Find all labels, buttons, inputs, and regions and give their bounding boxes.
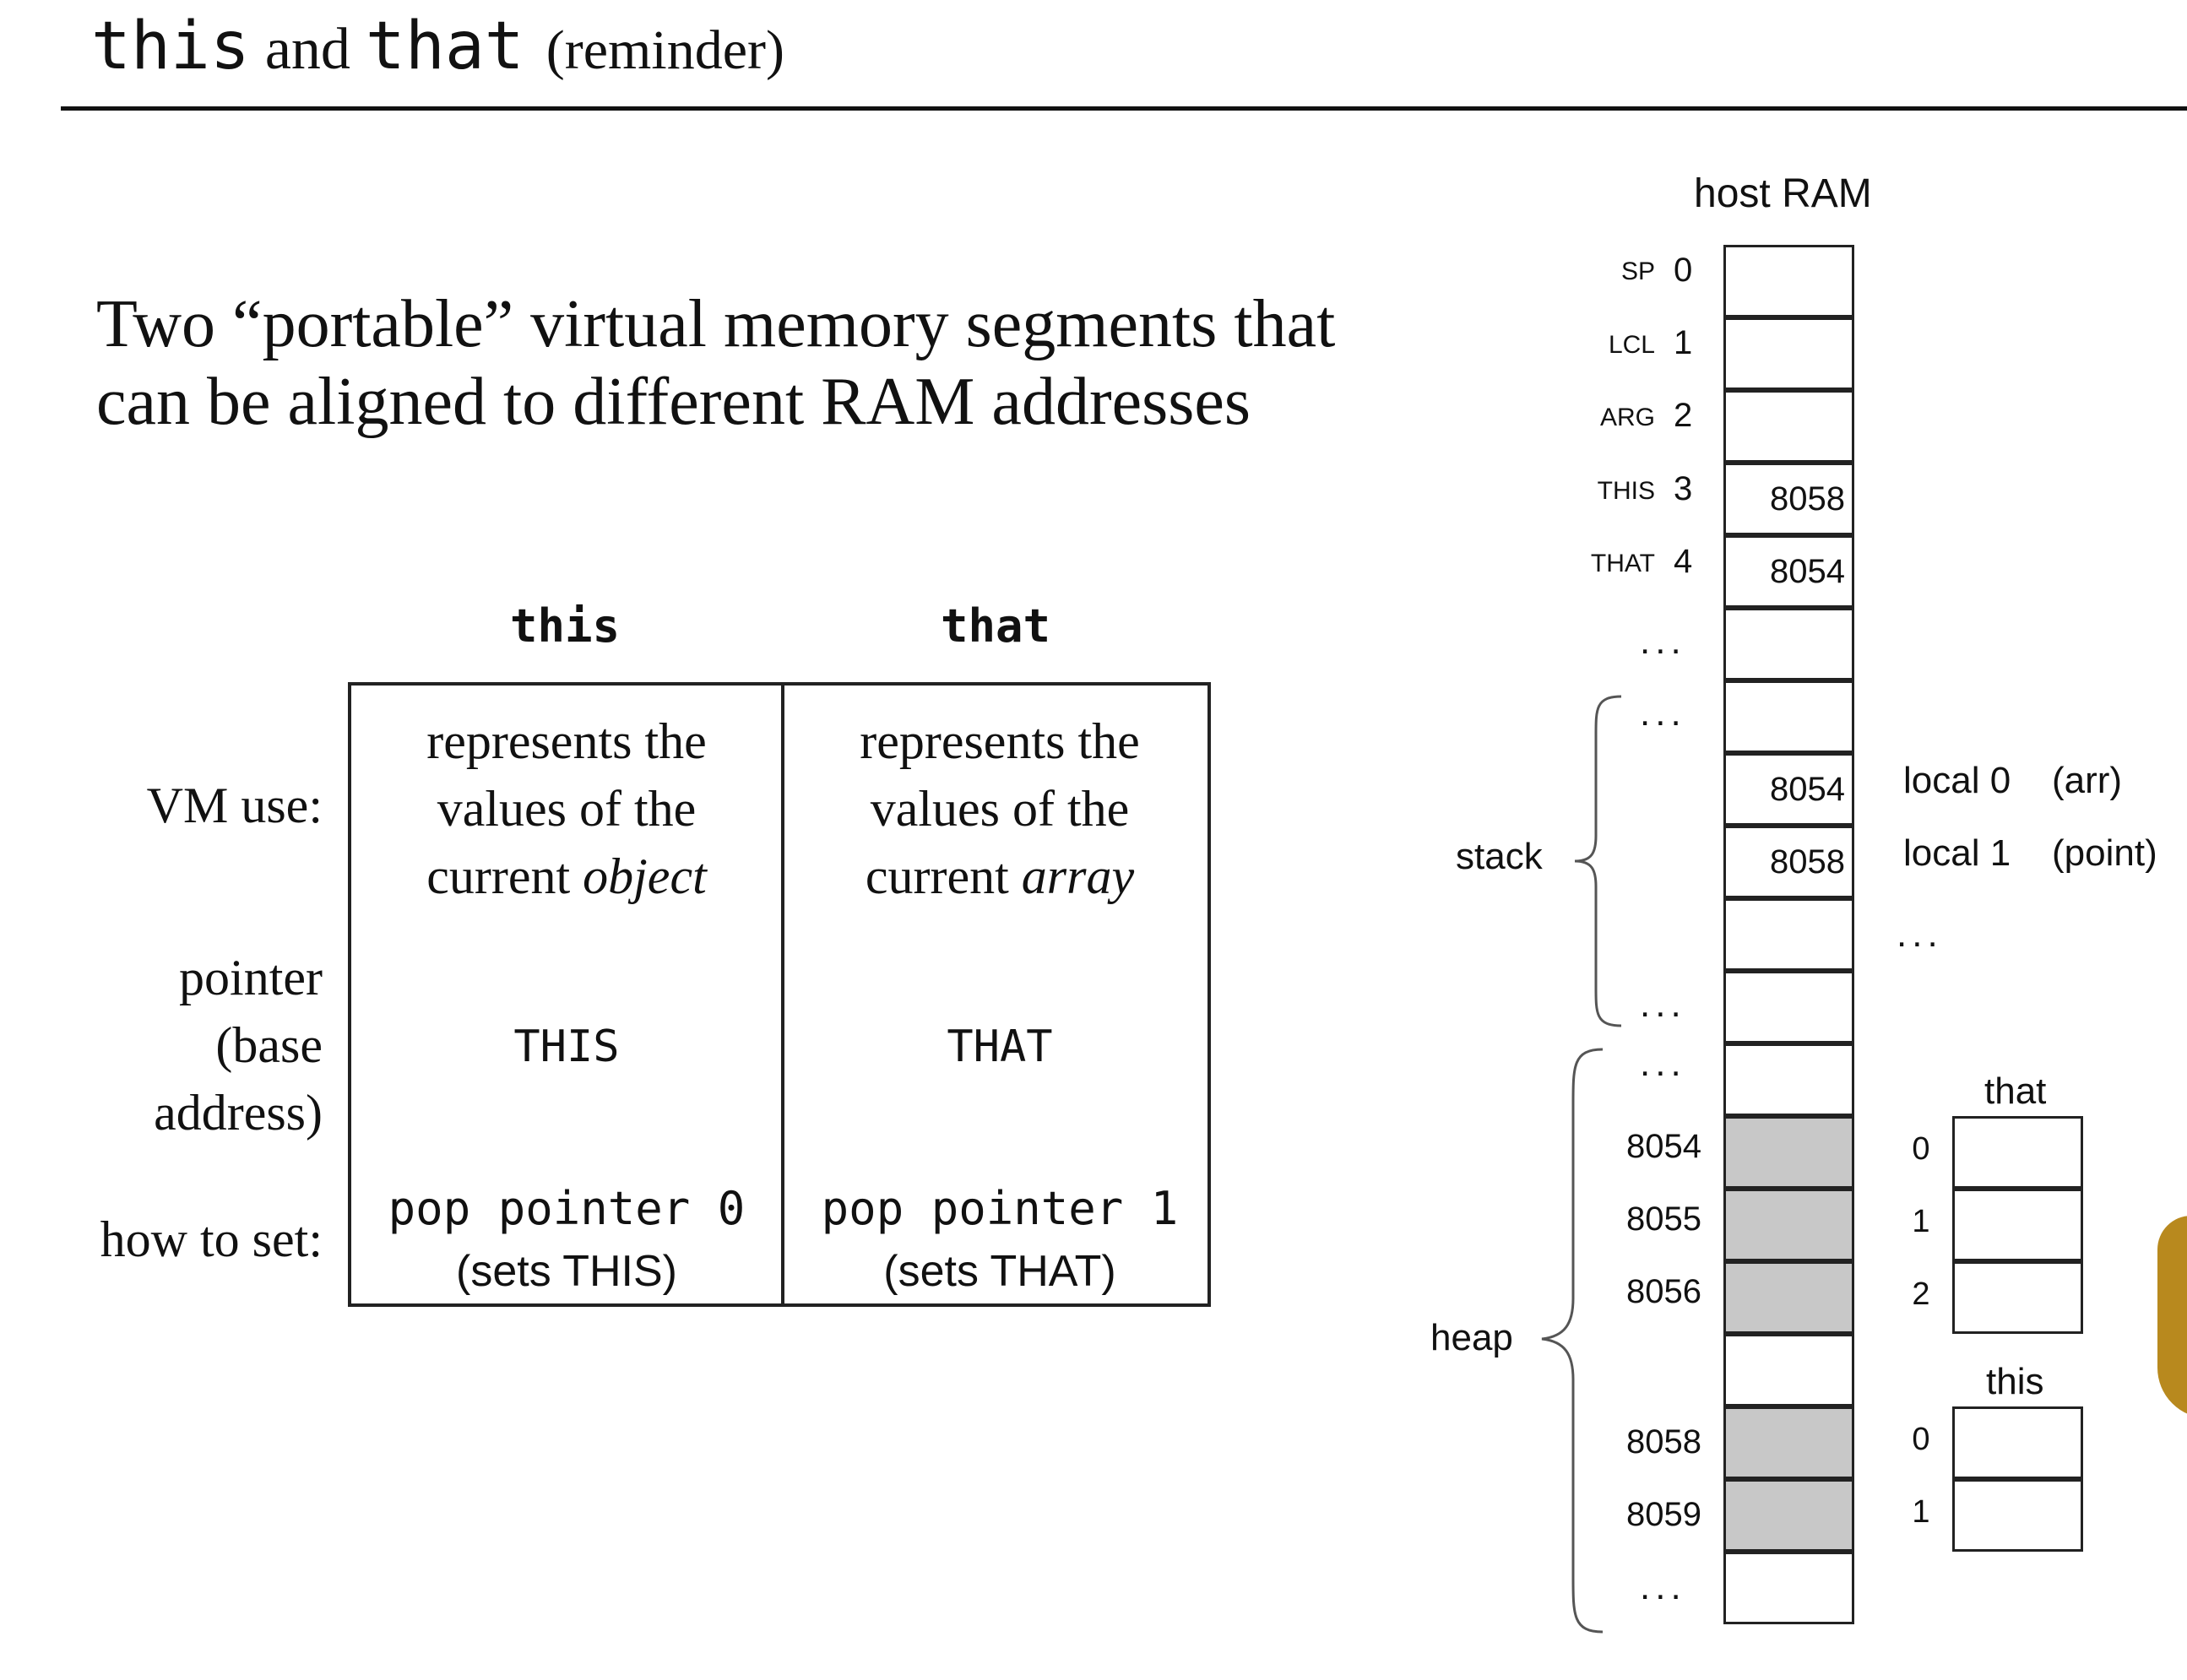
- presenter-figure: [2157, 1216, 2187, 1418]
- ram-cell-heap-8055: [1723, 1189, 1854, 1261]
- subtitle-line-2: can be aligned to different RAM addresse…: [96, 365, 1251, 439]
- reg-addr-1: 1: [1674, 324, 1693, 361]
- reg-addr-0: 0: [1674, 252, 1693, 289]
- this-object-cell-1: [1952, 1479, 2083, 1552]
- title-code-this: this: [91, 8, 250, 84]
- cell-this-use-line-1: represents the: [426, 713, 707, 769]
- title-code-that: that: [365, 8, 524, 84]
- reg-addr-2: 2: [1674, 397, 1693, 434]
- ram-cell-heap-start: [1723, 1043, 1854, 1116]
- column-header-this: this: [509, 599, 621, 653]
- row-label-pointer-line-1: pointer: [179, 950, 323, 1005]
- cell-this-sets: (sets THIS): [456, 1247, 677, 1296]
- that-index-1: 1: [1912, 1204, 1930, 1239]
- ram-cell-arg: [1723, 390, 1854, 463]
- cell-that-vm-use: represents the values of the current arr…: [784, 707, 1215, 910]
- this-object-cell-0: [1952, 1406, 2083, 1479]
- reg-label-sp: SP: [1620, 257, 1655, 285]
- annotation-arr: (arr): [2052, 760, 2123, 801]
- subtitle: Two “portable” virtual memory segments t…: [96, 285, 1447, 441]
- row-label-vm-use: VM use:: [146, 778, 323, 833]
- reg-addr-4: 4: [1674, 543, 1693, 580]
- that-array-cell-0: [1952, 1116, 2083, 1189]
- heap-addr-8059: 8059: [1626, 1496, 1701, 1533]
- page-title: this and that (reminder): [91, 8, 784, 101]
- ram-cell-local-0: 8054: [1723, 753, 1854, 826]
- cell-that-use-line-2: values of the: [870, 781, 1130, 837]
- ellipsis-stack-top: ...: [1640, 692, 1686, 734]
- stack-label: stack: [1456, 836, 1543, 877]
- host-ram-title: host RAM: [1694, 171, 1872, 216]
- reg-addr-3: 3: [1674, 470, 1693, 507]
- reg-label-that: THAT: [1590, 550, 1655, 577]
- cell-that-pointer: THAT: [947, 1022, 1053, 1072]
- heap-brace-icon: [1541, 1048, 1604, 1634]
- annotation-local-0: local 0: [1903, 760, 2011, 801]
- cell-that-sets: (sets THAT): [883, 1247, 1116, 1296]
- this-object-label: this: [1986, 1361, 2044, 1402]
- ram-cell-this: 8058: [1723, 463, 1854, 535]
- title-rule: [61, 106, 2187, 111]
- annotation-point: (point): [2052, 832, 2157, 874]
- cell-this-use-current: current: [426, 848, 583, 904]
- this-index-1: 1: [1912, 1494, 1930, 1530]
- cell-that-use-array: array: [1021, 848, 1135, 904]
- stack-brace-icon: [1574, 695, 1622, 1027]
- ram-cell-gap-1: [1723, 608, 1854, 680]
- ram-cell-lcl: [1723, 317, 1854, 390]
- ram-cell-heap-8058: [1723, 1406, 1854, 1479]
- ram-cell-stack-top: [1723, 680, 1854, 753]
- heap-addr-8056: 8056: [1626, 1273, 1701, 1310]
- table-divider: [781, 686, 784, 1303]
- cell-that-use-line-1: represents the: [860, 713, 1140, 769]
- heap-addr-8054: 8054: [1626, 1128, 1701, 1165]
- ellipsis-heap-top: ...: [1640, 1043, 1686, 1084]
- ram-cell-sp: [1723, 245, 1854, 317]
- ram-cell-local-1: 8058: [1723, 826, 1854, 898]
- annotation-local-1: local 1: [1903, 832, 2011, 874]
- title-and: and: [264, 17, 350, 82]
- row-label-how-to-set: how to set:: [100, 1211, 323, 1267]
- row-label-pointer-line-3: address): [154, 1085, 323, 1141]
- reg-label-this: THIS: [1597, 477, 1655, 505]
- title-suffix: (reminder): [545, 19, 784, 81]
- ellipsis-locals: ...: [1897, 913, 1943, 955]
- reg-label-arg: ARG: [1599, 404, 1655, 431]
- row-label-pointer: pointer (base address): [154, 944, 323, 1146]
- ram-cell-stack-end: [1723, 971, 1854, 1043]
- ram-cell-heap-gap: [1723, 1334, 1854, 1406]
- heap-addr-8058: 8058: [1626, 1423, 1701, 1461]
- ram-cell-heap-8056: [1723, 1261, 1854, 1334]
- that-array-cell-1: [1952, 1189, 2083, 1261]
- that-index-0: 0: [1912, 1131, 1930, 1167]
- heap-addr-8055: 8055: [1626, 1200, 1701, 1238]
- row-label-pointer-line-2: (base: [215, 1017, 323, 1073]
- this-index-0: 0: [1912, 1422, 1930, 1457]
- column-header-that: that: [940, 599, 1051, 653]
- ellipsis-stack-bottom: ...: [1640, 984, 1686, 1025]
- heap-label: heap: [1430, 1317, 1513, 1358]
- subtitle-line-1: Two “portable” virtual memory segments t…: [96, 287, 1336, 361]
- cell-this-use-line-2: values of the: [437, 781, 697, 837]
- cell-that-use-line-3: current array: [784, 843, 1215, 910]
- ram-cell-heap-8059: [1723, 1479, 1854, 1552]
- that-array-cell-2: [1952, 1261, 2083, 1334]
- cell-this-vm-use: represents the values of the current obj…: [351, 707, 782, 910]
- ram-cell-that: 8054: [1723, 535, 1854, 608]
- that-array-label: that: [1984, 1070, 2047, 1112]
- ram-cell-stack-3: [1723, 898, 1854, 971]
- that-index-2: 2: [1912, 1276, 1930, 1312]
- reg-label-lcl: LCL: [1608, 331, 1655, 359]
- segment-table: represents the values of the current obj…: [348, 682, 1211, 1307]
- cell-this-command: pop pointer 0: [388, 1182, 746, 1235]
- cell-that-use-current: current: [865, 848, 1022, 904]
- cell-this-use-object: object: [583, 848, 707, 904]
- cell-that-command: pop pointer 1: [821, 1182, 1179, 1235]
- ram-cell-heap-8054: [1723, 1116, 1854, 1189]
- ellipsis-after-registers: ...: [1640, 621, 1686, 662]
- ellipsis-heap-bottom: ...: [1640, 1566, 1686, 1607]
- cell-this-pointer: THIS: [513, 1022, 620, 1072]
- ram-cell-heap-end: [1723, 1552, 1854, 1624]
- cell-this-use-line-3: current object: [351, 843, 782, 910]
